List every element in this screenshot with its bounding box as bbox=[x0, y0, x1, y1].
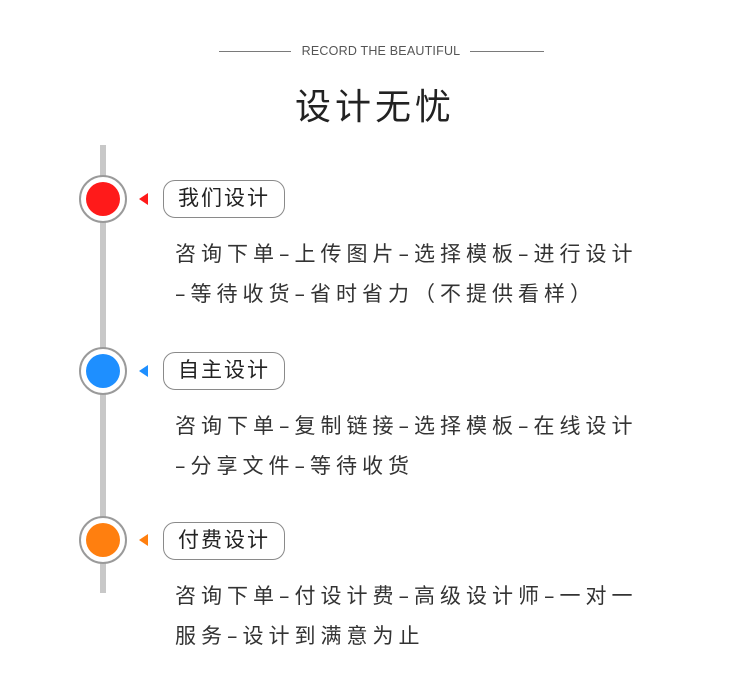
step-marker-ring bbox=[79, 175, 127, 223]
step-marker-ring bbox=[79, 516, 127, 564]
step-description: 咨询下单–复制链接–选择模板–在线设计 –分享文件–等待收货 bbox=[175, 406, 695, 486]
step-tag: 付费设计 bbox=[163, 522, 285, 560]
pointer-triangle-icon bbox=[139, 534, 148, 546]
step-description-line: 咨询下单–上传图片–选择模板–进行设计 bbox=[175, 242, 638, 266]
step-description-line: 服务–设计到满意为止 bbox=[175, 624, 425, 648]
header-subtitle: RECORD THE BEAUTIFUL bbox=[301, 44, 461, 58]
header-rule-left bbox=[219, 51, 291, 52]
header-rule-right bbox=[470, 51, 544, 52]
step-description-line: 咨询下单–付设计费–高级设计师–一对一 bbox=[175, 584, 638, 608]
step-description-line: 咨询下单–复制链接–选择模板–在线设计 bbox=[175, 414, 638, 438]
step-marker-ring bbox=[79, 347, 127, 395]
step-description: 咨询下单–付设计费–高级设计师–一对一 服务–设计到满意为止 bbox=[175, 576, 695, 656]
step-marker-dot bbox=[86, 354, 120, 388]
pointer-triangle-icon bbox=[139, 365, 148, 377]
page-title: 设计无忧 bbox=[294, 87, 455, 128]
step-description-line: –等待收货–省时省力（不提供看样） bbox=[175, 282, 596, 306]
step-marker-dot bbox=[86, 523, 120, 557]
step-description: 咨询下单–上传图片–选择模板–进行设计 –等待收货–省时省力（不提供看样） bbox=[175, 234, 695, 314]
step-description-line: –分享文件–等待收货 bbox=[175, 454, 414, 478]
pointer-triangle-icon bbox=[139, 193, 148, 205]
step-tag: 我们设计 bbox=[163, 180, 285, 218]
step-marker-dot bbox=[86, 182, 120, 216]
step-tag: 自主设计 bbox=[163, 352, 285, 390]
